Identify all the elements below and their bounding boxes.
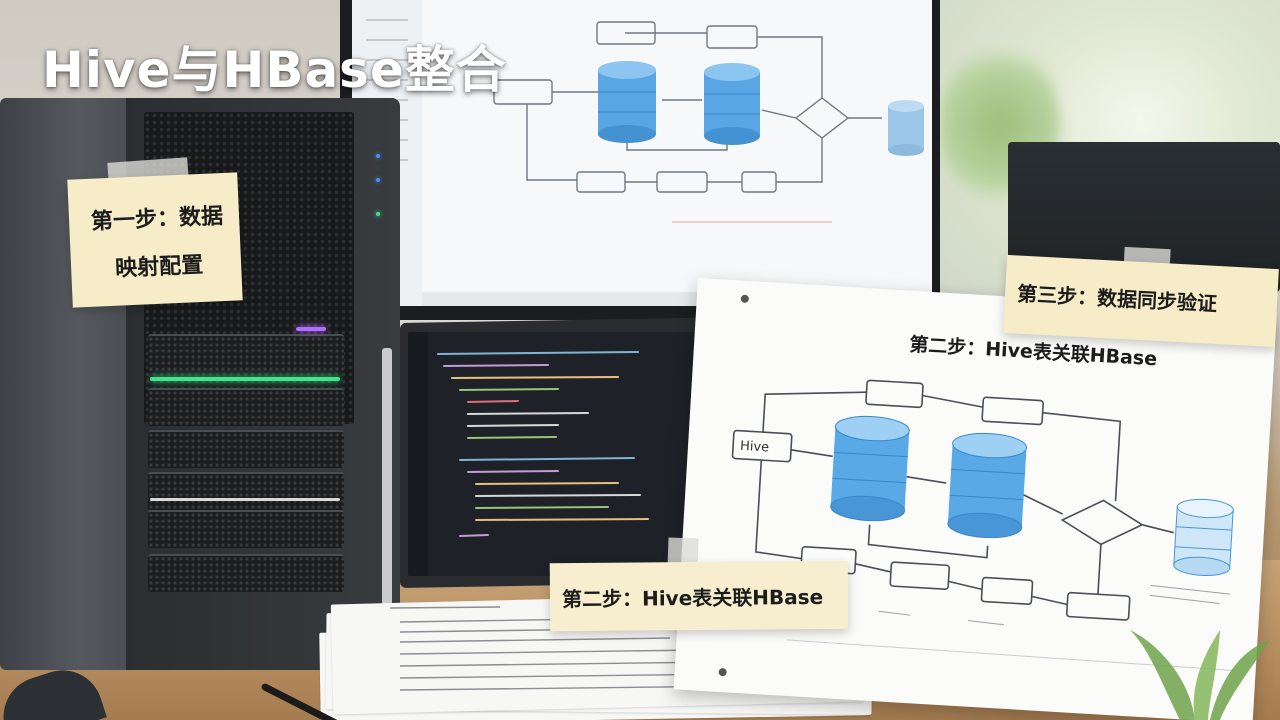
monitor-cylinder-a bbox=[598, 61, 656, 143]
page-title: Hive与HBase整合 bbox=[42, 41, 507, 99]
drive-bay bbox=[148, 430, 344, 468]
drive-bay bbox=[148, 334, 344, 372]
drive-bay bbox=[148, 510, 344, 548]
white-light-strip bbox=[150, 498, 340, 501]
foreground-plant bbox=[1130, 630, 1270, 720]
cylinder-output bbox=[1173, 498, 1234, 577]
tower-rail bbox=[382, 348, 392, 618]
step3-text: 第三步：数据同步验证 bbox=[1016, 281, 1218, 316]
sticky-note-step3: 第三步：数据同步验证 bbox=[1003, 254, 1279, 348]
node-hive-label: Hive bbox=[740, 439, 770, 456]
monitor-cylinder-c bbox=[888, 100, 924, 156]
cylinder-hbase-b bbox=[947, 432, 1028, 539]
status-led bbox=[376, 154, 380, 158]
monitor-cylinder-b bbox=[704, 63, 760, 145]
drive-bay bbox=[148, 388, 344, 426]
drive-bay bbox=[148, 472, 344, 510]
code-lines bbox=[408, 332, 649, 576]
drive-bay bbox=[148, 554, 344, 592]
purple-light-strip bbox=[296, 327, 326, 331]
cylinder-hbase-a bbox=[830, 415, 910, 522]
step1-line1: 第一步：数据 bbox=[90, 204, 224, 235]
status-led bbox=[376, 212, 380, 216]
green-light-strip bbox=[150, 377, 340, 381]
diagram-card: 第二步：Hive表关联HBase Hive bbox=[673, 278, 1277, 720]
architecture-diagram: 第二步：Hive表关联HBase Hive bbox=[731, 333, 1236, 672]
sticky-note-step2: 第二步：Hive表关联HBase bbox=[549, 560, 849, 632]
step2-text: 第二步：Hive表关联HBase bbox=[561, 584, 824, 612]
laptop-screen bbox=[408, 332, 732, 576]
step1-line2: 映射配置 bbox=[114, 252, 204, 282]
sticky-note-step1: 第一步：数据 映射配置 bbox=[67, 172, 243, 308]
status-led bbox=[376, 178, 380, 182]
